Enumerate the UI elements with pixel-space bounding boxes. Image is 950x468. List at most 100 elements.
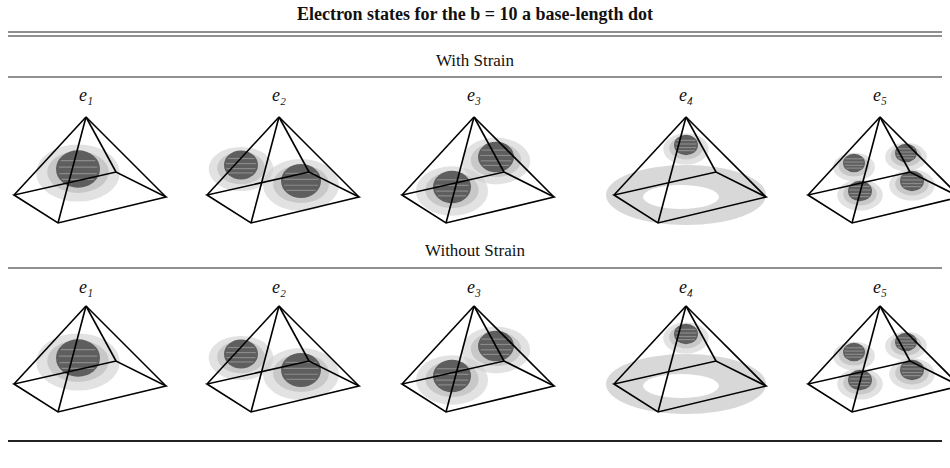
pyramid-edge [686, 117, 716, 172]
pyramid-edge [58, 306, 86, 412]
blob-stripe [438, 195, 466, 196]
pyramid-edge [658, 117, 686, 223]
pyramid-base [14, 361, 166, 412]
density-cloud [416, 355, 488, 404]
section-heading: Without Strain [425, 241, 525, 261]
pyramid-edge [658, 306, 686, 412]
blob-stripe [851, 186, 870, 187]
blob-stripe [284, 185, 318, 186]
blob-stripe [59, 356, 98, 357]
blob-stripe [229, 361, 254, 362]
pyramid-edge [279, 117, 309, 172]
state-label: e₄ [679, 277, 693, 298]
density-cloud [663, 322, 709, 353]
density-blob [56, 339, 100, 376]
pyramid-edge [86, 117, 166, 197]
density-cloud [47, 340, 109, 382]
blob-stripe [846, 168, 862, 169]
density-cloud [416, 166, 488, 215]
state-label: e₁ [79, 85, 93, 106]
blob-stripe [851, 375, 870, 376]
blob-stripe [851, 385, 869, 386]
density-blob [674, 324, 698, 344]
pyramid-edge [686, 306, 716, 361]
blob-stripe [59, 362, 96, 363]
pyramid-edge [880, 306, 950, 386]
blob-stripe [229, 172, 254, 173]
state-label: e₅ [873, 85, 887, 106]
density-blob [224, 151, 258, 180]
density-cloud [36, 333, 120, 390]
blob-stripe [845, 158, 862, 159]
state-label: e₁ [79, 277, 93, 298]
pyramid-edge [251, 306, 279, 412]
blob-stripe [844, 161, 863, 162]
blob-stripe [897, 155, 916, 156]
density-cloud [889, 358, 935, 389]
blob-stripe [902, 183, 922, 184]
rule-line [8, 268, 942, 269]
rule-line [8, 35, 942, 36]
pyramid-edge [474, 306, 554, 386]
blob-stripe [677, 339, 695, 340]
pyramid-base [14, 172, 166, 223]
density-cloud [263, 159, 339, 211]
pyramid-edge [852, 117, 880, 223]
pyramid-base [207, 172, 359, 223]
blob-stripe [903, 186, 921, 187]
pyramid-edge [86, 306, 116, 361]
blob-stripe [898, 347, 914, 348]
density-cloud [895, 173, 929, 196]
blob-stripe [283, 179, 318, 180]
blob-stripe [845, 347, 862, 348]
pyramid-base [808, 361, 950, 412]
state-label: e₃ [467, 277, 481, 298]
blob-stripe [897, 344, 916, 345]
blob-stripe [436, 379, 468, 380]
pyramid-edge [880, 306, 910, 361]
blob-stripe [436, 190, 468, 191]
density-cloud [273, 354, 329, 392]
density-blob [281, 164, 321, 198]
pyramid-edge [446, 306, 474, 412]
pyramid-edge [279, 117, 359, 197]
section-heading: With Strain [436, 51, 514, 71]
density-cloud [263, 348, 339, 400]
blob-stripe [286, 379, 315, 380]
blob-stripe [284, 374, 318, 375]
pyramid-edge [686, 117, 766, 197]
blob-stripe [61, 160, 96, 161]
blob-stripe [845, 354, 864, 355]
blob-stripe [437, 179, 467, 180]
density-cloud [36, 144, 120, 201]
density-cloud [663, 133, 709, 164]
blob-stripe [226, 163, 256, 164]
blob-stripe [283, 368, 318, 369]
pyramid-base [402, 361, 554, 412]
blob-stripe [61, 349, 96, 350]
blob-stripe [483, 165, 509, 166]
density-cloud [47, 151, 109, 193]
pyramid-edge [446, 117, 474, 223]
density-gap [643, 185, 719, 209]
density-gap [643, 374, 719, 398]
pyramid-edge [852, 306, 880, 412]
density-cloud [895, 362, 929, 385]
density-blob [895, 144, 917, 163]
pyramid-base [808, 172, 950, 223]
blob-stripe [59, 173, 96, 174]
blob-stripe [845, 165, 864, 166]
pyramid-edge [279, 306, 309, 361]
blob-stripe [677, 150, 695, 151]
density-blob [56, 150, 100, 187]
pyramid-base [402, 172, 554, 223]
rule-line [8, 77, 942, 78]
pyramid-base [614, 172, 766, 223]
blob-stripe [851, 196, 869, 197]
pyramid-edge [86, 117, 116, 172]
pyramid-edge [686, 306, 766, 386]
blob-stripe [62, 368, 94, 369]
blob-stripe [481, 160, 512, 161]
blob-stripe [901, 179, 922, 180]
